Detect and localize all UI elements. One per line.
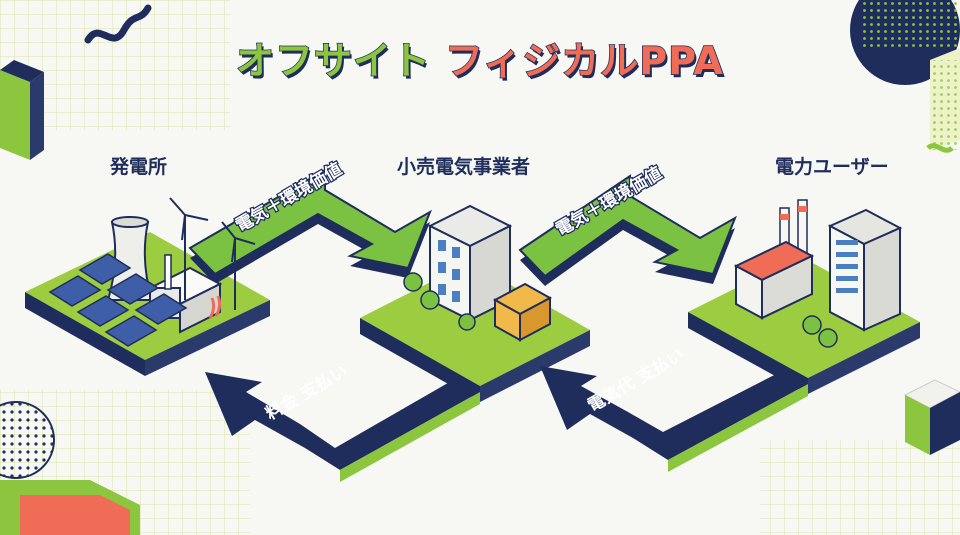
title-part-2: フィジカルPPA xyxy=(444,38,724,84)
power-plant-illustration xyxy=(48,197,256,347)
retailer-office-illustration xyxy=(403,204,553,342)
arrow-payment-2 xyxy=(540,366,808,472)
node-label-retailer: 小売電気事業者 xyxy=(397,156,531,178)
decor-top-right xyxy=(850,0,960,153)
arrow-payment-1 xyxy=(205,372,480,482)
user-factory-illustration xyxy=(733,199,903,348)
decor-bottom-right xyxy=(760,379,960,535)
flow-label-payment-1: 料金 支払い xyxy=(262,361,351,425)
diagram-title: オフサイトフィジカルPPA xyxy=(0,30,960,85)
node-label-generator: 発電所 xyxy=(110,156,168,178)
node-label-user: 電力ユーザー xyxy=(775,156,889,178)
arrow-forward-2 xyxy=(518,174,737,286)
title-part-1: オフサイト xyxy=(235,38,432,84)
decor-top-left xyxy=(0,0,230,160)
decor-bottom-left xyxy=(0,390,250,535)
arrow-forward-1 xyxy=(188,168,432,284)
flow-label-payment-2: 電気代 支払い xyxy=(584,344,688,416)
